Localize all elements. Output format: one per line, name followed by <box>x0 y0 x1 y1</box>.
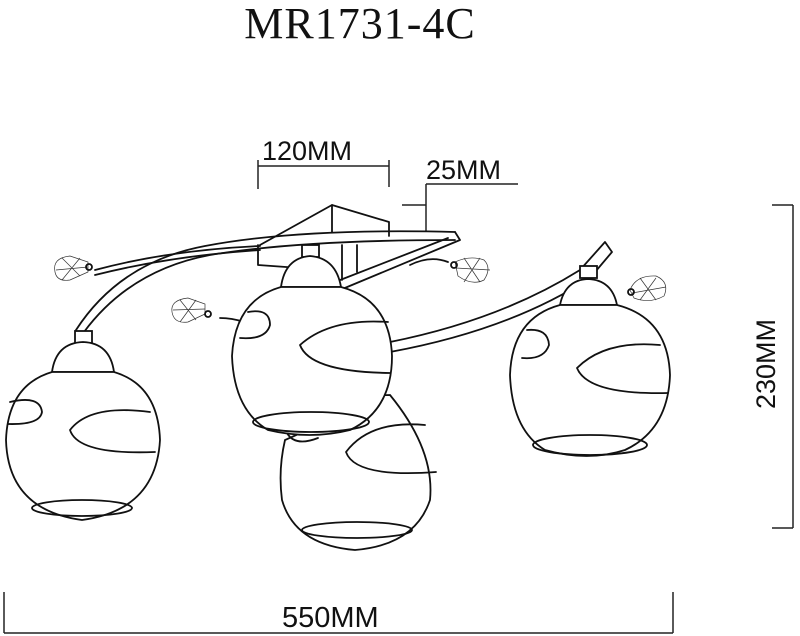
canopy-width-dimension <box>257 160 390 189</box>
shade-left <box>5 330 161 521</box>
canopy-depth-dimension <box>402 183 518 232</box>
crystal-center-right <box>450 257 491 283</box>
overall-width-dimension <box>3 592 674 634</box>
crystal-left-upper <box>54 255 93 281</box>
shade-center-upper <box>231 244 393 436</box>
canopy-width-label: 120MM <box>262 136 353 166</box>
crystal-right <box>627 275 667 301</box>
canopy-plate <box>257 204 390 281</box>
overall-width-label: 550MM <box>282 602 379 634</box>
overall-height-dimension <box>772 204 794 529</box>
crystal-left-lower <box>171 297 212 323</box>
model-title: MR1731-4C <box>244 0 476 48</box>
shade-right <box>509 265 671 457</box>
canopy-depth-label: 25MM <box>426 155 502 185</box>
